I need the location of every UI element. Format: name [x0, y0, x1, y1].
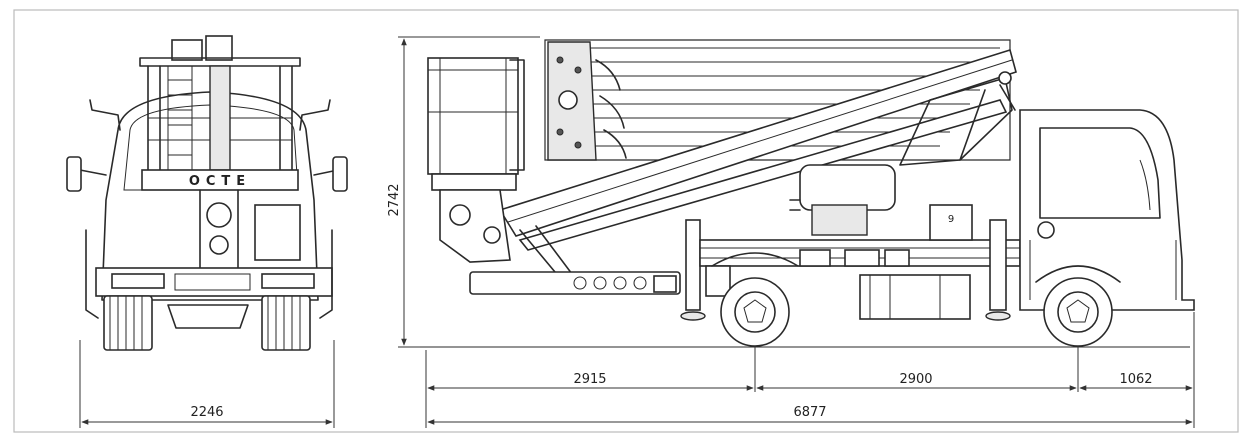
left-handle — [89, 99, 121, 131]
right-mirror-icon — [332, 156, 348, 192]
side-view: 2742 — [387, 36, 1195, 428]
rear-extension-rod — [469, 271, 681, 295]
front-top-box-2 — [205, 35, 233, 61]
side-cab — [1019, 109, 1195, 311]
front-right-tread — [267, 296, 301, 350]
basket-floor — [431, 173, 517, 191]
height-label: 2742 — [387, 183, 402, 216]
front-ladder — [167, 66, 193, 170]
front-right-wheel — [261, 295, 311, 351]
front-cab-outline — [101, 91, 319, 301]
rod-hole-icon-4 — [633, 276, 647, 290]
basket-side — [509, 59, 525, 171]
rod-hole-icon-2 — [593, 276, 607, 290]
arm-brackets — [595, 59, 627, 159]
front-overhang-label: 2915 — [573, 372, 606, 387]
rear-wheel-arch — [711, 252, 799, 267]
front-top-box — [171, 39, 203, 61]
front-right-lamp — [261, 273, 315, 289]
main-boom-centerline — [507, 59, 1013, 223]
bolt-icon-1 — [556, 56, 564, 64]
basket-rails — [428, 58, 518, 174]
side-mirror — [1139, 159, 1151, 211]
turret-base — [811, 204, 868, 236]
wheelbase-label: 2900 — [899, 372, 932, 387]
main-boom — [498, 48, 1017, 237]
secondary-boom — [518, 99, 1008, 251]
turret-details — [789, 199, 801, 211]
front-mechanism-sides — [199, 189, 239, 271]
rear-outrigger-pad — [680, 311, 706, 321]
front-left-wheel — [103, 295, 153, 351]
front-hub-nut-icon — [1066, 299, 1090, 323]
front-wheel-arch — [1035, 265, 1121, 283]
deck-box-1 — [799, 249, 831, 267]
front-left-tread — [109, 296, 143, 350]
deck-box-3 — [884, 249, 910, 267]
front-pivot-icon-2 — [209, 235, 229, 255]
basket-joint-icon-2 — [483, 226, 501, 244]
rod-block — [653, 275, 677, 293]
front-axle — [167, 304, 249, 329]
bolt-icon-4 — [574, 141, 582, 149]
front-stabilizers — [85, 229, 333, 319]
boom-linkage-arms — [959, 84, 1016, 161]
bolt-icon-2 — [574, 66, 582, 74]
drawing-frame — [13, 9, 1239, 433]
front-grille — [174, 273, 251, 291]
basket-joint-icon — [449, 204, 471, 226]
tank-mark: 9 — [948, 214, 954, 225]
front-outrigger — [989, 219, 1007, 311]
cab-door-lines — [1029, 240, 1177, 300]
front-boom-plate — [141, 169, 299, 191]
rear-outrigger — [685, 219, 701, 311]
front-view: OCTE 2246 — [66, 35, 348, 428]
front-left-lamp — [111, 273, 165, 289]
boom-linkage — [899, 77, 1013, 166]
width-label: 2246 — [190, 405, 223, 420]
linkage-pivot-icon — [998, 71, 1012, 85]
front-basket-rail-top — [139, 57, 301, 67]
left-mirror-icon — [66, 156, 82, 192]
hydraulic-tank — [929, 204, 973, 241]
rod-hole-icon-1 — [573, 276, 587, 290]
rear-hub — [734, 291, 776, 333]
rear-box — [705, 265, 731, 297]
rear-hub-nut-icon — [743, 299, 767, 323]
boom-plate-text: OCTE — [189, 174, 251, 189]
total-length-label: 6877 — [793, 405, 826, 420]
side-cab-window — [1039, 127, 1161, 219]
bolt-icon-3 — [556, 128, 564, 136]
underbody-lines — [869, 275, 941, 319]
basket — [427, 57, 519, 175]
front-side-box — [254, 204, 301, 261]
rod-hole-icon-3 — [613, 276, 627, 290]
arm-pivot-icon — [558, 90, 578, 110]
basket-mount — [439, 189, 511, 263]
right-handle — [299, 99, 331, 131]
underbody-tank — [859, 274, 971, 320]
front-pivot-icon — [206, 202, 232, 228]
cab-lamp-icon — [1037, 221, 1055, 239]
front-boom-column — [209, 65, 231, 171]
deck-box-2 — [844, 249, 880, 267]
stowed-arm-envelope — [544, 39, 1011, 161]
front-hub — [1057, 291, 1099, 333]
rear-overhang-label: 1062 — [1119, 372, 1152, 387]
front-outrigger-pad — [985, 311, 1011, 321]
turret-housing — [799, 164, 896, 211]
